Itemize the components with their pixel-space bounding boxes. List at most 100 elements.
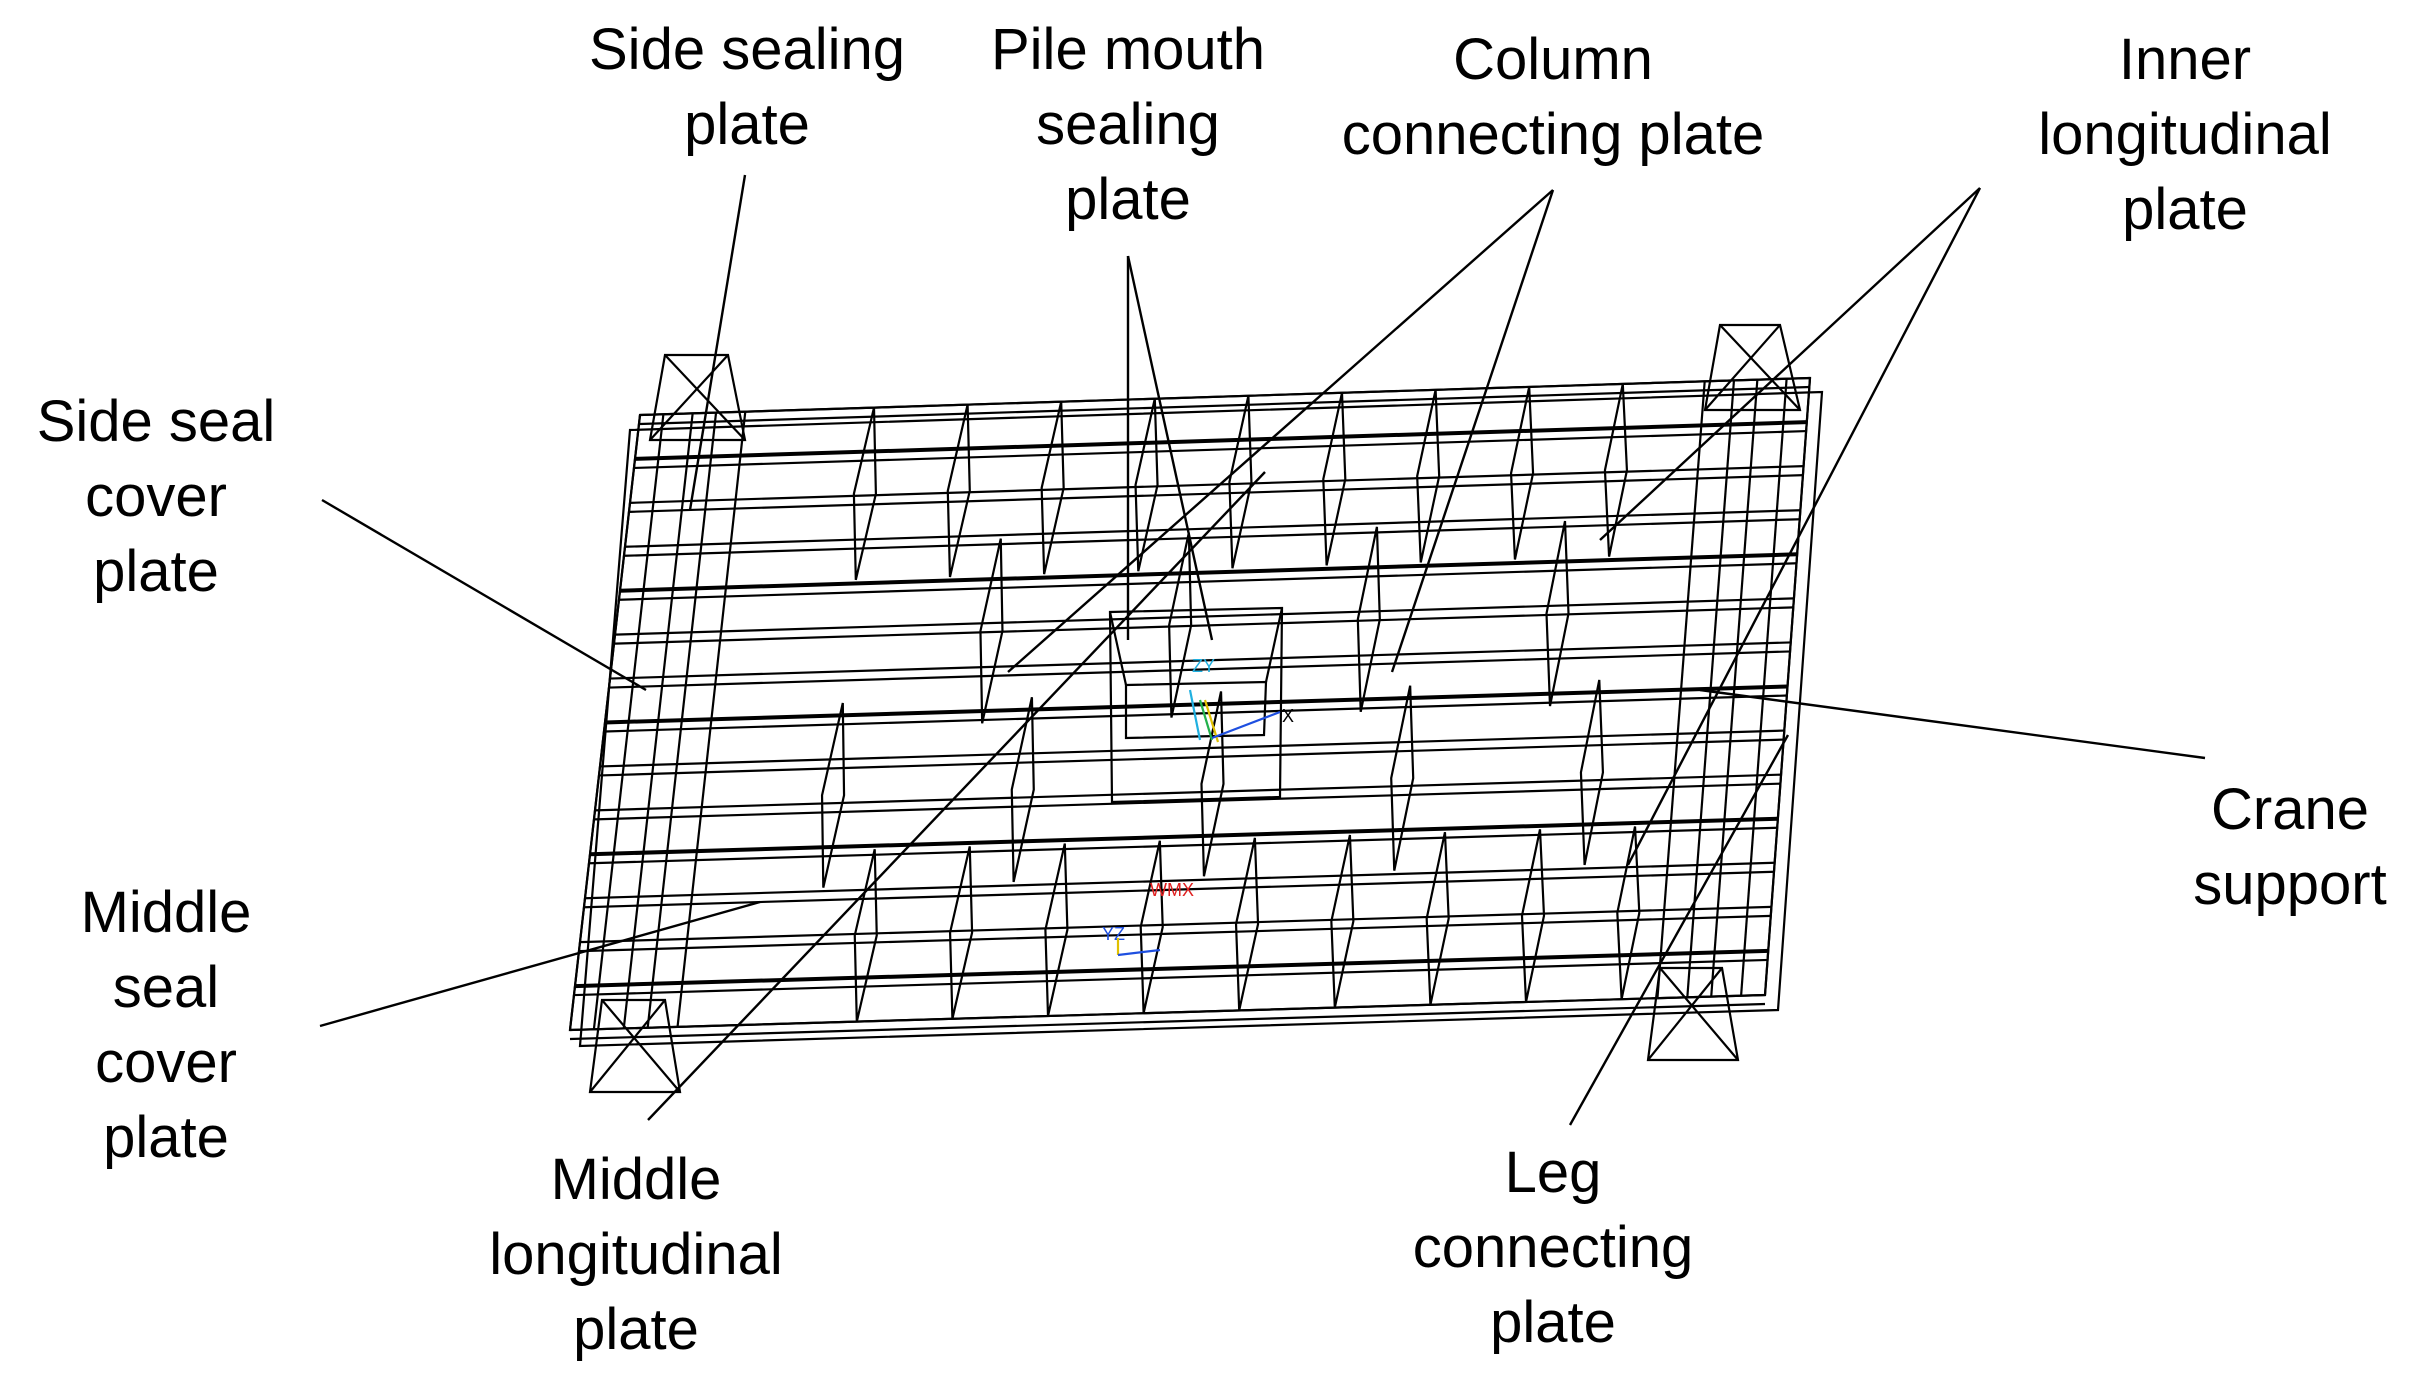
column-connecting-plate	[1603, 383, 1629, 557]
label-middle-longitudinal-plate: Middle longitudinal plate	[489, 1142, 782, 1367]
leg-brace	[1659, 967, 1739, 1061]
column-connecting-plate	[1228, 395, 1253, 569]
longitudinal-plate-edge	[629, 474, 1804, 513]
column-connecting-plate	[1200, 691, 1225, 877]
label-line: plate	[103, 1105, 229, 1170]
longitudinal-plate-edge	[579, 905, 1772, 944]
label-line: support	[2193, 852, 2387, 917]
label-line: connecting plate	[1341, 102, 1765, 167]
side-sealing-plate-edge	[676, 411, 747, 1027]
column-connecting-plate	[1168, 532, 1193, 718]
label-line: Leg	[1504, 1140, 1602, 1205]
longitudinal-plate-edge	[609, 650, 1791, 689]
longitudinal-plate-edge	[634, 429, 1807, 470]
triad-axis	[1203, 699, 1220, 743]
leader-line	[688, 174, 747, 511]
longitudinal-plate-edge	[614, 606, 1794, 645]
longitudinal-plate-edge	[584, 861, 1775, 900]
label-line: Column	[1453, 27, 1653, 92]
longitudinal-plate-edge	[619, 562, 1798, 601]
label-line: cover	[95, 1030, 237, 1095]
longitudinal-plate-edge	[624, 518, 1801, 557]
leader-line	[647, 471, 1266, 1121]
triad-label-lower: WMX	[1150, 880, 1194, 900]
column-connecting-plate	[1010, 696, 1035, 883]
column-connecting-plate	[1139, 840, 1164, 1014]
leg-brace	[664, 354, 746, 441]
leader-line	[1626, 187, 1982, 866]
longitudinal-plate-edge	[604, 684, 1788, 725]
leg-brace	[1719, 324, 1801, 411]
longitudinal-plate-edge	[569, 1002, 1766, 1041]
leg-brace	[601, 999, 681, 1093]
column-connecting-plate	[1579, 679, 1605, 866]
longitudinal-plate-edge	[614, 597, 1794, 636]
label-line: seal	[112, 955, 220, 1020]
column-connecting-plate	[1134, 398, 1159, 572]
column-connecting-plate	[853, 849, 878, 1022]
leader-line	[319, 900, 761, 1028]
label-crane-support: Crane support	[2193, 772, 2386, 922]
longitudinal-plate-edge	[599, 729, 1785, 768]
leg-brace	[589, 999, 666, 1093]
longitudinal-plate-edge	[639, 376, 1811, 417]
column-connecting-plate	[979, 538, 1004, 724]
leader-line	[1568, 734, 1790, 1126]
column-connecting-plate	[1356, 526, 1381, 713]
pile-mouth-edge	[1108, 611, 1128, 686]
label-line: Pile mouth	[990, 17, 1266, 82]
side-sealing-plate-edge	[1763, 377, 1812, 996]
label-line: Side seal	[36, 389, 276, 454]
longitudinal-plate-edge	[589, 826, 1778, 865]
longitudinal-plate-edge	[579, 914, 1772, 953]
column-connecting-plate	[1509, 386, 1535, 560]
side-sealing-plate-edge	[1656, 381, 1706, 999]
leg-brace	[1647, 967, 1723, 1061]
leg-brace	[649, 354, 729, 441]
label-side-seal-cover-plate: Side seal cover plate	[37, 384, 276, 609]
longitudinal-plate-edge	[574, 958, 1769, 997]
longitudinal-plate-edge	[594, 782, 1782, 821]
column-connecting-plate	[946, 404, 971, 578]
side-sealing-plate-edge	[1740, 378, 1788, 996]
pile-mouth-edge	[1264, 607, 1284, 683]
leader-line	[1007, 189, 1554, 673]
label-line: Middle	[80, 880, 252, 945]
leader-line	[321, 498, 647, 692]
longitudinal-plate-edge	[629, 465, 1804, 504]
label-pile-mouth-sealing-plate: Pile mouth sealing plate	[991, 12, 1265, 237]
label-line: Inner	[2118, 27, 2252, 92]
column-connecting-plate	[1390, 685, 1415, 871]
label-line: plate	[93, 539, 219, 604]
column-connecting-plate	[948, 846, 974, 1020]
leg-brace	[1704, 324, 1781, 411]
longitudinal-plate-edge	[619, 552, 1798, 593]
label-line: Crane	[2211, 777, 2369, 842]
leader-line	[1126, 255, 1214, 641]
column-connecting-plate	[1234, 837, 1260, 1011]
label-leg-connecting-plate: Leg connecting plate	[1413, 1135, 1694, 1360]
label-line: plate	[1065, 167, 1191, 232]
label-line: Side sealing	[589, 17, 905, 82]
column-connecting-plate	[1425, 831, 1450, 1006]
label-middle-seal-cover-plate: Middle seal cover plate	[81, 875, 252, 1175]
leader-line	[1390, 189, 1555, 673]
column-connecting-plate	[1545, 520, 1570, 707]
triad-label-right: X	[1282, 706, 1294, 726]
longitudinal-plate-edge	[569, 993, 1766, 1032]
longitudinal-plate-edge	[574, 948, 1769, 989]
label-line: connecting	[1412, 1215, 1694, 1280]
longitudinal-plate-edge	[584, 870, 1775, 909]
triad-axis	[1198, 699, 1214, 741]
column-connecting-plate	[1416, 389, 1441, 563]
longitudinal-plate-edge	[594, 773, 1782, 812]
label-line: plate	[684, 92, 810, 157]
longitudinal-plate-edge	[634, 420, 1807, 461]
column-connecting-plate	[1330, 834, 1355, 1008]
triad-axis	[1188, 689, 1202, 741]
label-inner-longitudinal-plate: Inner longitudinal plate	[2038, 22, 2331, 247]
column-connecting-plate	[852, 407, 878, 581]
label-side-sealing-plate: Side sealing plate	[589, 12, 905, 162]
